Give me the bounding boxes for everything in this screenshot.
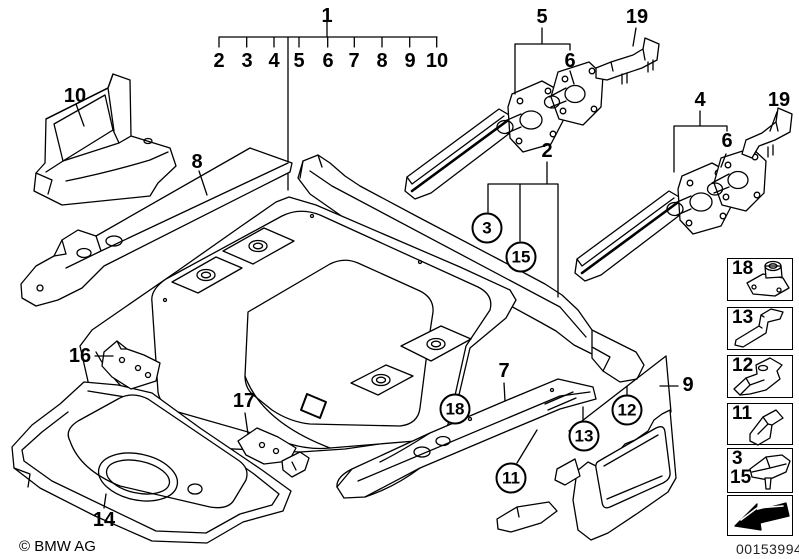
bracket-19-left-drawing	[595, 37, 660, 85]
part-box-12-label: 12	[732, 355, 754, 376]
part-box-3-15[interactable]: 3 15	[727, 448, 793, 493]
callout-legend-2[interactable]: 2	[213, 50, 225, 72]
bracket-17-drawing	[237, 427, 310, 478]
callout-6-right[interactable]: 6	[721, 130, 733, 152]
circled-callout-13[interactable]: 13	[568, 420, 600, 452]
circled-callout-11[interactable]: 11	[495, 462, 527, 494]
rear-panel-drawing	[496, 355, 677, 541]
part-box-18[interactable]: 18	[727, 258, 793, 301]
callout-legend-7[interactable]: 7	[348, 50, 360, 72]
bracket-11-glyph	[749, 409, 784, 446]
callout-legend-9[interactable]: 9	[404, 50, 416, 72]
battery-tray-drawing	[33, 73, 177, 206]
cross-member-drawing	[297, 154, 645, 383]
bracket-19-right-drawing	[741, 107, 793, 159]
direction-arrow-glyph	[734, 502, 790, 531]
callout-16[interactable]: 16	[68, 345, 92, 367]
circled-callout-12[interactable]: 12	[611, 394, 643, 426]
copyright-text: © BMW AG	[19, 538, 96, 555]
diagram-part-number: 00153994	[736, 541, 799, 557]
part-box-13[interactable]: 13	[727, 307, 793, 350]
bracket-3-15-glyph	[749, 454, 791, 490]
callout-5[interactable]: 5	[536, 6, 548, 28]
callout-9[interactable]: 9	[682, 374, 694, 396]
callout-19-right[interactable]: 19	[767, 89, 791, 111]
crash-box-right-drawing	[574, 147, 767, 282]
part-box-direction-arrow[interactable]	[727, 495, 793, 536]
circled-callout-18[interactable]: 18	[439, 393, 471, 425]
callout-legend-5[interactable]: 5	[293, 50, 305, 72]
callout-4[interactable]: 4	[694, 89, 706, 111]
callout-10[interactable]: 10	[63, 85, 87, 107]
circled-callout-15[interactable]: 15	[505, 241, 537, 273]
callout-legend-1[interactable]: 1	[321, 5, 333, 27]
callout-legend-8[interactable]: 8	[376, 50, 388, 72]
part-box-12[interactable]: 12	[727, 355, 793, 398]
part-box-3-label: 3	[732, 448, 743, 469]
callout-8[interactable]: 8	[191, 151, 203, 173]
leader-lines	[75, 27, 778, 509]
callout-19-left[interactable]: 19	[625, 6, 649, 28]
callout-17[interactable]: 17	[232, 390, 256, 412]
callout-6-left[interactable]: 6	[564, 50, 576, 72]
left-rail-drawing	[20, 147, 293, 307]
callout-legend-3[interactable]: 3	[241, 50, 253, 72]
part-box-15-label: 15	[730, 467, 752, 488]
part-box-11-label: 11	[732, 403, 753, 424]
spare-wheel-pan-drawing	[11, 381, 292, 544]
floor-panel-drawing	[79, 196, 517, 453]
callout-legend-6[interactable]: 6	[322, 50, 334, 72]
callout-7[interactable]: 7	[498, 360, 510, 382]
callout-legend-4[interactable]: 4	[268, 50, 280, 72]
sill-rail-drawing	[336, 378, 597, 499]
callout-2[interactable]: 2	[541, 140, 553, 162]
circled-callout-3[interactable]: 3	[471, 212, 503, 244]
callout-legend-10[interactable]: 10	[425, 50, 449, 72]
bracket-13-glyph	[734, 308, 784, 348]
crash-box-left-drawing	[404, 61, 604, 200]
part-box-11[interactable]: 11	[727, 403, 793, 445]
part-box-13-label: 13	[732, 307, 754, 328]
part-box-18-label: 18	[732, 258, 754, 279]
callout-14[interactable]: 14	[92, 509, 116, 531]
fastener-18-glyph	[746, 260, 790, 297]
bracket-16-drawing	[101, 340, 161, 390]
bracket-12-glyph	[733, 357, 783, 396]
